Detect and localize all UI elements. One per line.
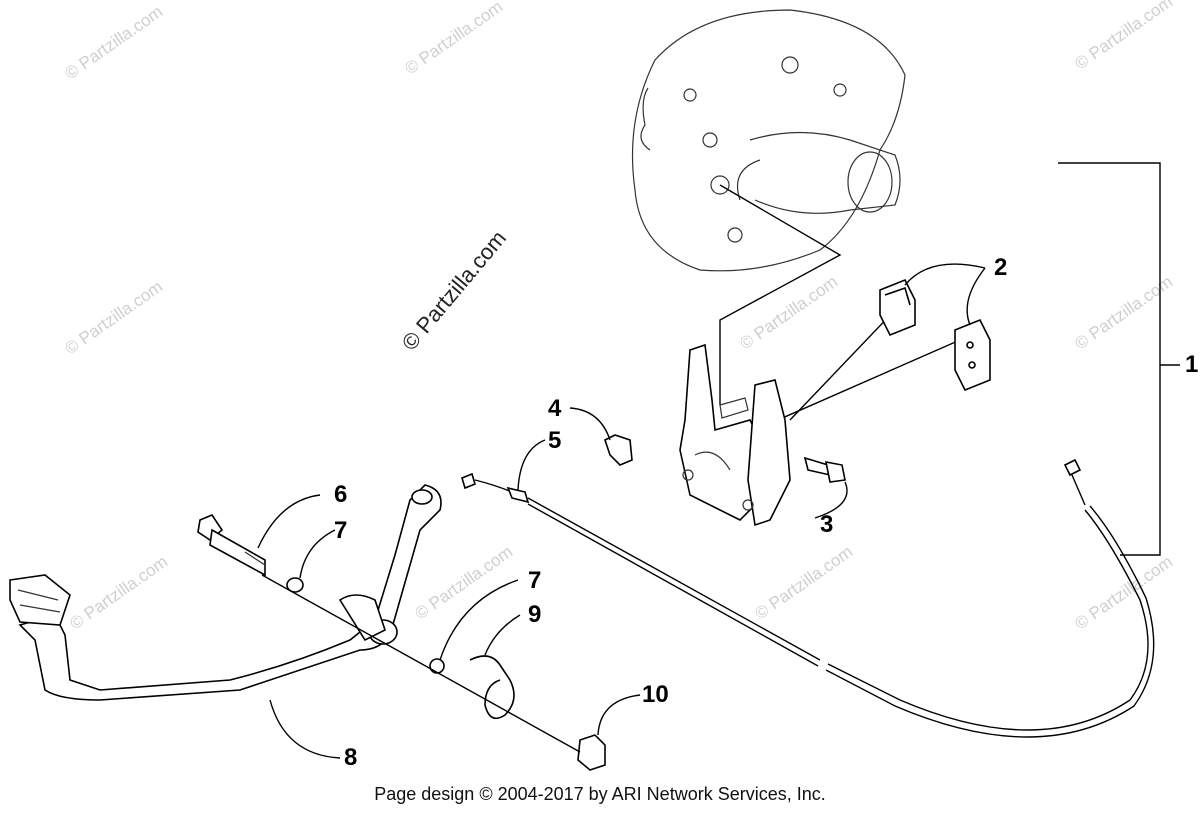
watermark-tile: © Partzilla.com xyxy=(751,542,856,623)
callout-leaders xyxy=(257,162,1180,759)
watermark-tile: © Partzilla.com xyxy=(61,277,166,358)
watermark-tiles: © Partzilla.com © Partzilla.com © Partzi… xyxy=(61,0,1176,633)
callout-label: 9 xyxy=(528,601,541,628)
footer-copyright: Page design © 2004-2017 by ARI Network S… xyxy=(374,784,826,804)
o-ring-upper xyxy=(286,577,304,593)
callout-labels: 1 2 3 4 5 6 7 7 8 9 10 xyxy=(334,254,1198,771)
callout-label: 7 xyxy=(334,517,347,544)
leader-lines xyxy=(719,184,961,431)
callout-label: 8 xyxy=(344,744,357,771)
assembly-axis-line xyxy=(261,574,581,753)
engine-housing-outline xyxy=(631,9,906,272)
watermark-tile: © Partzilla.com xyxy=(1071,0,1176,73)
callout-label: 4 xyxy=(548,395,562,422)
watermark-main: © Partzilla.com xyxy=(397,226,511,356)
brake-pads xyxy=(879,278,991,392)
o-ring-lower xyxy=(429,658,445,674)
callout-label: 7 xyxy=(528,567,541,594)
watermark-tile: © Partzilla.com xyxy=(61,2,166,83)
callout-label: 5 xyxy=(548,427,561,454)
brake-caliper xyxy=(679,343,791,527)
lock-nut xyxy=(577,734,606,771)
brake-pedal xyxy=(9,484,442,701)
cable-clip xyxy=(604,434,633,466)
callout-label: 2 xyxy=(994,254,1007,281)
watermark-tile: © Partzilla.com xyxy=(411,542,516,623)
watermark-tile: © Partzilla.com xyxy=(401,0,506,78)
watermark-tile: © Partzilla.com xyxy=(66,552,171,633)
watermark-tile: © Partzilla.com xyxy=(1071,552,1176,633)
pivot-bolt xyxy=(197,514,266,577)
watermark-tile: © Partzilla.com xyxy=(736,272,841,353)
callout-label: 6 xyxy=(334,481,347,508)
brake-cable xyxy=(461,458,1155,738)
return-spring xyxy=(469,655,515,720)
callout-label: 3 xyxy=(820,511,833,538)
callout-label: 1 xyxy=(1185,351,1198,378)
caliper-bolt xyxy=(803,456,846,483)
callout-label: 10 xyxy=(642,681,669,708)
